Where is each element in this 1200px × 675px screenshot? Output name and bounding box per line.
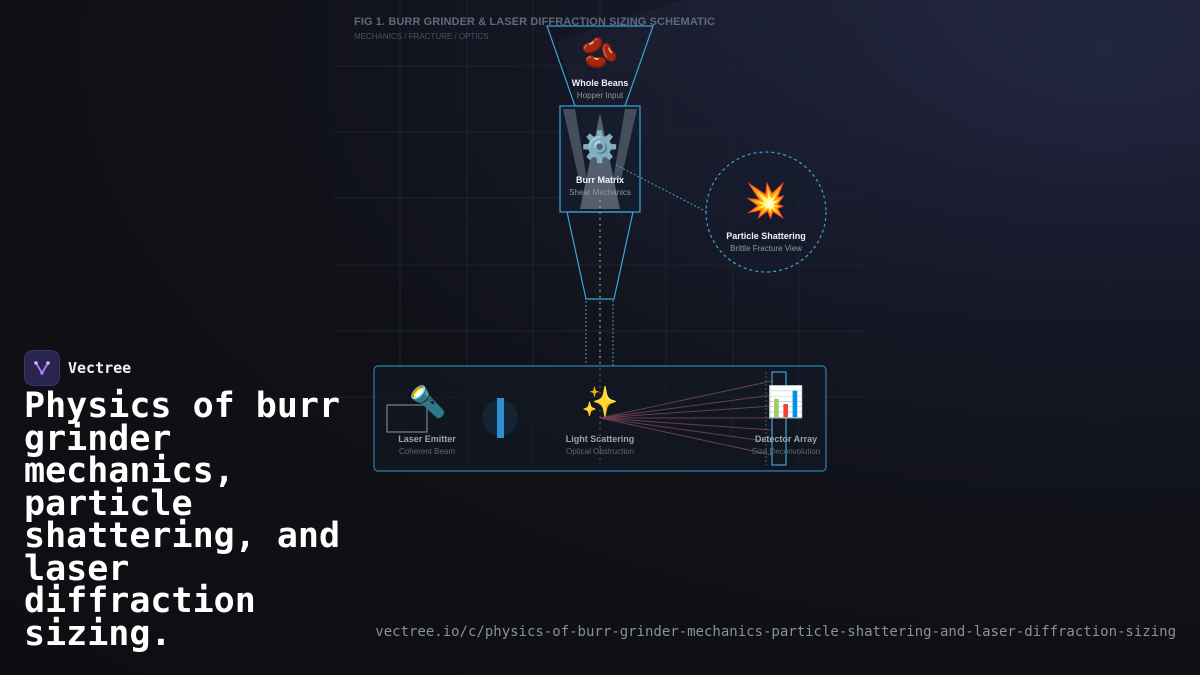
scatter-sublabel: Optical Obstruction [565, 447, 635, 456]
scatter-rays [599, 380, 773, 456]
burr-right-blade [613, 109, 637, 180]
explosion-icon: 💥 [744, 182, 788, 220]
laser-housing [386, 404, 428, 433]
beans-icon: 🫘 [581, 37, 619, 70]
detector-label: Detector Array [754, 434, 818, 444]
detector-sublabel: Size Deconvolution [751, 447, 821, 456]
laser-label: Laser Emitter [398, 434, 456, 444]
burr-left-blade [563, 109, 587, 180]
schematic-diagram [334, 0, 866, 472]
drop-tube [585, 298, 614, 367]
brand: Vectree [24, 350, 131, 386]
figure-title: FIG 1. BURR GRINDER & LASER DIFFRACTION … [354, 16, 716, 28]
bar-chart-icon: 📊 [767, 386, 805, 419]
scatter-label: Light Scattering [565, 434, 635, 444]
source-url[interactable]: vectree.io/c/physics-of-burr-grinder-mec… [375, 624, 1176, 640]
vectree-logo-icon [24, 350, 60, 386]
gear-icon: ⚙️ [581, 131, 619, 164]
headline: Physics of burr grinder mechanics, parti… [24, 386, 341, 654]
hopper-label: Whole Beans [571, 78, 629, 88]
callout-connector [615, 164, 708, 213]
flashlight-icon: 🔦 [409, 386, 447, 419]
brand-name: Vectree [68, 359, 132, 377]
burr-sublabel: Shear Mechanics [569, 188, 631, 197]
shatter-label: Particle Shattering [726, 231, 806, 241]
lower-funnel [566, 211, 634, 300]
shatter-sublabel: Brittle Fracture View [730, 244, 802, 253]
laser-sublabel: Coherent Beam [398, 447, 456, 456]
burr-label: Burr Matrix [575, 175, 624, 185]
hopper-sublabel: Hopper Input [576, 91, 624, 100]
shatter-callout-circle [705, 151, 827, 273]
figure-subtitle: MECHANICS / FRACTURE / OPTICS [354, 32, 489, 41]
burr-cone [580, 113, 620, 209]
collimating-lens [497, 398, 504, 438]
sparkles-icon: ✨ [581, 386, 619, 419]
